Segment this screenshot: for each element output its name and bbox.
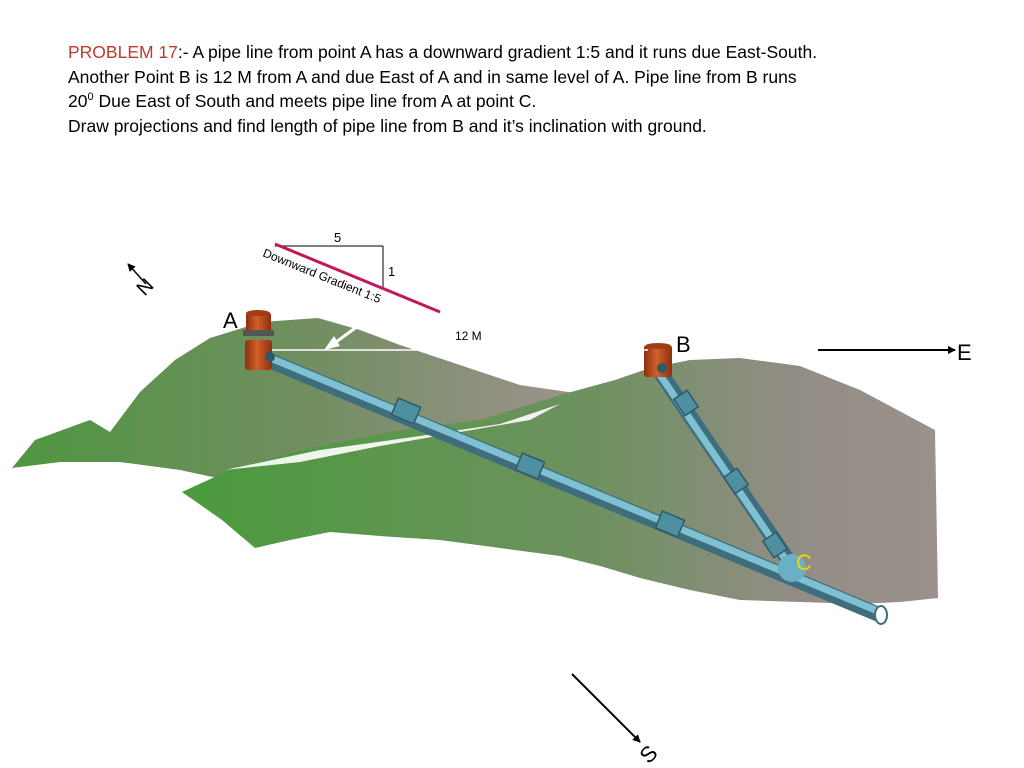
gradient-slope-line	[274, 242, 441, 314]
problem-line-1-text: :- A pipe line from point A has a downwa…	[177, 42, 818, 62]
valve-a-cap	[246, 310, 270, 316]
pipe-couplings	[390, 389, 789, 559]
valve-a	[243, 310, 274, 370]
pipe-junction	[778, 554, 806, 582]
coupling	[722, 467, 750, 495]
pipe-a-to-c-highlight	[264, 353, 884, 616]
north-indicator: N	[127, 263, 159, 300]
valve-a-outlet	[265, 352, 275, 362]
valve-b	[644, 343, 672, 377]
valve-b-outlet	[657, 363, 667, 373]
valve-a-collar	[243, 330, 274, 336]
problem-line-1: PROBLEM 17:- A pipe line from point A ha…	[68, 40, 968, 65]
angle-value: 20	[68, 91, 88, 111]
problem-line-4: Draw projections and find length of pipe…	[68, 115, 707, 136]
coupling	[390, 397, 422, 425]
north-label: N	[133, 274, 159, 300]
valve-a-body	[245, 340, 272, 370]
point-c-label: C	[796, 550, 812, 575]
south-arrow	[571, 673, 641, 743]
coupling	[654, 510, 686, 538]
gradient-run-label: 5	[334, 230, 341, 245]
problem-line-2: Another Point B is 12 M from A and due E…	[68, 66, 797, 87]
back-hill	[12, 318, 575, 485]
problem-line-3-text: Due East of South and meets pipe line fr…	[93, 91, 537, 111]
valve-b-cap	[645, 343, 671, 349]
south-indicator: S	[571, 673, 663, 768]
gradient-label: Downward Gradient 1:5	[261, 246, 383, 306]
gradient-rise-label: 1	[388, 264, 395, 279]
east-label: E	[957, 340, 972, 365]
north-arrow	[127, 263, 147, 285]
distance-label: 12 M	[455, 329, 482, 343]
east-indicator: E	[818, 340, 972, 365]
problem-label: PROBLEM 17	[68, 42, 178, 62]
coupling	[672, 389, 700, 417]
valve-b-body	[644, 345, 672, 377]
problem-line-3: 200 Due East of South and meets pipe lin…	[68, 89, 968, 114]
point-a-label: A	[223, 308, 238, 333]
south-label: S	[634, 740, 662, 768]
pipe-outlet	[874, 605, 888, 625]
coupling	[514, 452, 546, 480]
problem-statement: PROBLEM 17:- A pipe line from point A ha…	[68, 40, 968, 138]
point-b-label: B	[676, 332, 691, 357]
hill-fold-streak	[225, 404, 560, 470]
gradient-pointer-arrowhead	[324, 336, 340, 350]
degree-superscript: 0	[87, 91, 94, 104]
valve-a-top	[246, 312, 271, 334]
coupling	[761, 531, 789, 559]
